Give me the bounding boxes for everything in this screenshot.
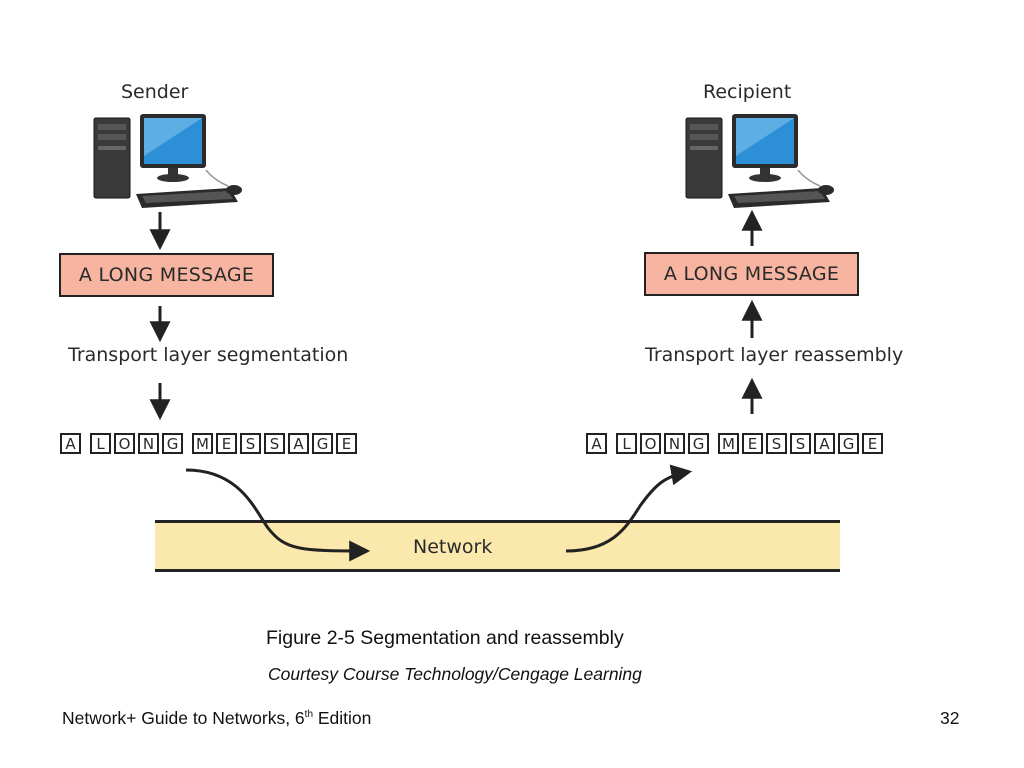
recipient-segments: A L O N G M E S S A G E xyxy=(586,433,883,454)
curve-arrow-into-network xyxy=(185,468,371,562)
desktop-computer-icon xyxy=(93,114,242,208)
footer-title-prefix: Network+ Guide to Networks, 6 xyxy=(62,708,305,728)
segmentation-label: Transport layer segmentation xyxy=(68,344,349,366)
reassembly-label: Transport layer reassembly xyxy=(645,344,904,366)
segment: E xyxy=(216,433,237,454)
footer-edition-sup: th xyxy=(304,709,314,721)
segment: A xyxy=(586,433,607,454)
segment: L xyxy=(90,433,111,454)
network-label: Network xyxy=(413,536,493,558)
sender-label: Sender xyxy=(121,81,189,103)
segment: A xyxy=(814,433,835,454)
footer-book-title: Network+ Guide to Networks, 6th Edition xyxy=(62,708,371,729)
segment: E xyxy=(336,433,357,454)
segment: E xyxy=(862,433,883,454)
segment: G xyxy=(838,433,859,454)
figure-caption: Figure 2-5 Segmentation and reassembly xyxy=(266,627,624,649)
recipient-message-box: A LONG MESSAGE xyxy=(644,252,859,296)
segment: G xyxy=(312,433,333,454)
segment: E xyxy=(742,433,763,454)
segment: M xyxy=(718,433,739,454)
segment: S xyxy=(790,433,811,454)
sender-message-box: A LONG MESSAGE xyxy=(59,253,274,297)
segment: S xyxy=(766,433,787,454)
segment: N xyxy=(664,433,685,454)
segment: S xyxy=(240,433,261,454)
segment: M xyxy=(192,433,213,454)
footer-title-suffix: Edition xyxy=(313,708,372,728)
curve-arrow-out-of-network xyxy=(565,464,693,553)
segment: N xyxy=(138,433,159,454)
desktop-computer-icon xyxy=(685,114,834,208)
sender-computer xyxy=(88,110,248,220)
recipient-label: Recipient xyxy=(703,81,792,103)
segment: G xyxy=(688,433,709,454)
network-band xyxy=(155,520,840,572)
segment: O xyxy=(640,433,661,454)
segment: O xyxy=(114,433,135,454)
recipient-computer xyxy=(680,110,840,220)
page-number: 32 xyxy=(940,708,960,728)
segment: S xyxy=(264,433,285,454)
segment: A xyxy=(60,433,81,454)
figure-credit: Courtesy Course Technology/Cengage Learn… xyxy=(268,664,642,684)
sender-segments: A L O N G M E S S A G E xyxy=(60,433,357,454)
segment: A xyxy=(288,433,309,454)
segment: G xyxy=(162,433,183,454)
segment: L xyxy=(616,433,637,454)
